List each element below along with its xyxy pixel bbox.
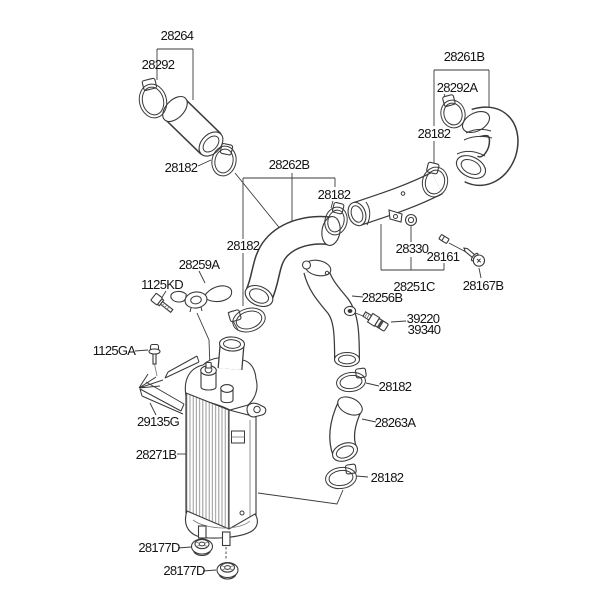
part-label-28292: 28292 xyxy=(142,57,175,72)
bracket-28259A xyxy=(170,285,233,313)
clamp-28292A xyxy=(440,94,466,129)
part-label-28177D-b: 28177D xyxy=(163,563,205,578)
part-label-28256B: 28256B xyxy=(362,290,403,305)
callout-leader-lines xyxy=(134,48,490,572)
part-labels: 28264 28292 28182 28262B 28182 28261B 28… xyxy=(93,28,504,578)
part-label-28182-b: 28182 xyxy=(318,187,351,202)
part-label-28182-f: 28182 xyxy=(371,470,404,485)
part-label-28182-d: 28182 xyxy=(227,238,260,253)
part-label-28292A: 28292A xyxy=(437,80,479,95)
part-label-28330: 28330 xyxy=(396,241,429,256)
clamp-28292 xyxy=(138,77,168,119)
part-label-1125KD: 1125KD xyxy=(141,277,183,292)
bolt-28161 xyxy=(438,234,450,244)
clamp-28182-middle xyxy=(324,201,348,236)
part-label-28182-c: 28182 xyxy=(418,126,451,141)
hose-28264 xyxy=(162,95,224,157)
insulator-28177D-left xyxy=(190,538,214,557)
part-label-28251C: 28251C xyxy=(393,279,435,294)
part-label-28261B: 28261B xyxy=(444,49,485,64)
part-label-28271B: 28271B xyxy=(136,447,177,462)
clamp-28182-chain-upper xyxy=(336,367,367,393)
part-label-28259A: 28259A xyxy=(179,257,221,272)
pipe-28256B xyxy=(301,259,361,368)
screw-28167B xyxy=(463,247,486,267)
clamp-28182-right xyxy=(421,161,449,198)
part-label-28177D-a: 28177D xyxy=(138,540,180,555)
part-label-29135G: 29135G xyxy=(137,414,180,429)
part-label-28262B: 28262B xyxy=(269,157,310,172)
clamp-28182-lower-middle xyxy=(228,307,266,333)
bolt-1125GA xyxy=(148,343,161,365)
nut-28330 xyxy=(404,213,418,227)
part-label-28167B: 28167B xyxy=(463,278,504,293)
hose-28263A xyxy=(329,396,363,462)
pipe-28251C xyxy=(347,171,443,227)
sensor-39220-39340 xyxy=(362,311,389,332)
hose-28261B-elbow xyxy=(455,106,519,187)
part-label-28263A: 28263A xyxy=(375,415,417,430)
bolt-1125KD xyxy=(150,292,174,314)
part-label-39340: 39340 xyxy=(408,322,441,337)
part-label-28264: 28264 xyxy=(161,28,194,43)
part-label-28161: 28161 xyxy=(427,249,460,264)
part-label-1125GA: 1125GA xyxy=(93,343,137,358)
air-guard-29135G xyxy=(138,355,200,415)
clamp-28182-chain-lower xyxy=(325,463,357,490)
part-label-28182-a: 28182 xyxy=(165,160,198,175)
part-label-28182-e: 28182 xyxy=(379,379,412,394)
hose-28262B xyxy=(244,215,341,308)
clamp-28182-top-left xyxy=(211,143,237,177)
insulator-28177D-right xyxy=(216,561,239,580)
part-label-39220: 39220 xyxy=(407,311,440,326)
intercooler-28271B xyxy=(184,336,267,547)
